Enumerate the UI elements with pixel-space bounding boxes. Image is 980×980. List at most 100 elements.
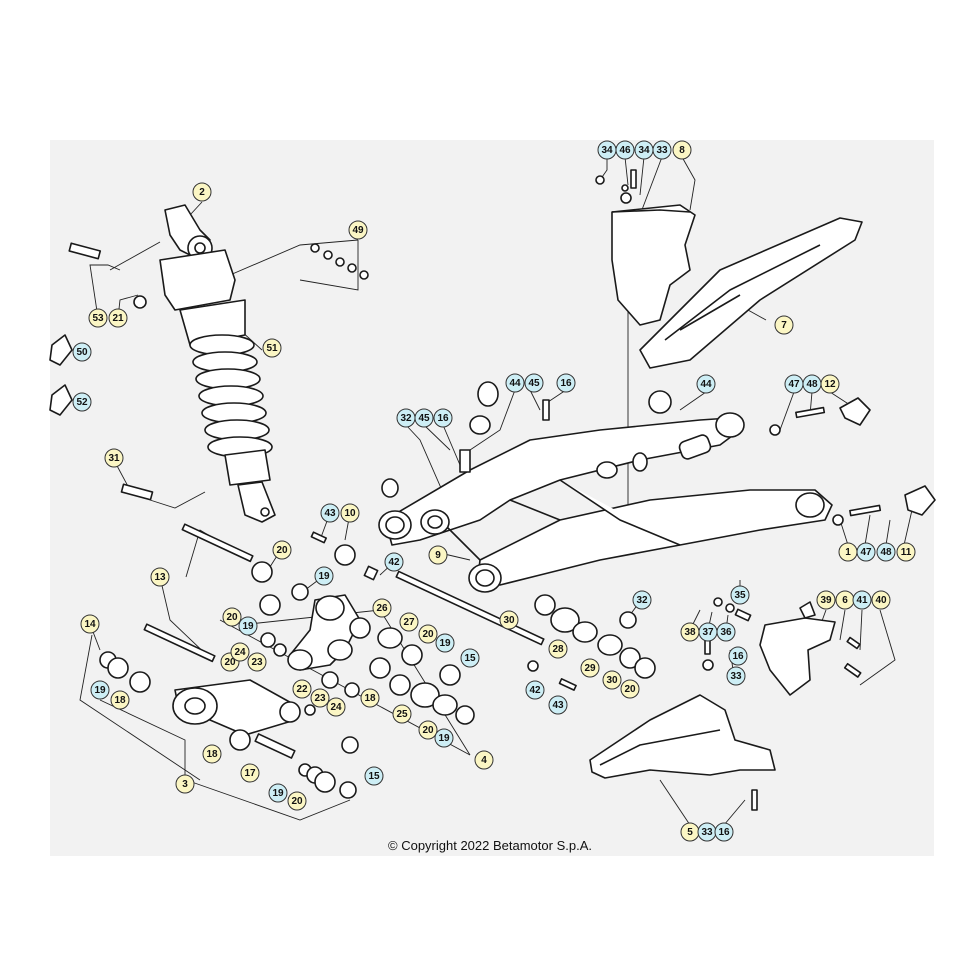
callout-number: 43	[552, 700, 564, 711]
callout-badge	[202, 744, 222, 764]
callout-12: 12	[820, 374, 840, 394]
callout-number: 19	[94, 685, 106, 696]
callout-32: 32	[396, 408, 416, 428]
callout-24: 24	[326, 697, 346, 717]
callout-badge	[580, 658, 600, 678]
callout-number: 33	[701, 827, 713, 838]
callout-30: 30	[602, 670, 622, 690]
callout-20: 20	[418, 720, 438, 740]
callout-27: 27	[399, 612, 419, 632]
callout-badge	[728, 646, 748, 666]
swingarm	[378, 412, 833, 593]
callout-number: 7	[781, 320, 787, 331]
chain-guide	[759, 601, 862, 696]
callout-badge	[72, 392, 92, 412]
chain-slider-upper	[639, 217, 863, 369]
callout-22: 22	[292, 679, 312, 699]
callout-13: 13	[150, 567, 170, 587]
callout-number: 6	[842, 595, 848, 606]
top-bolts	[595, 169, 637, 204]
callout-badge	[287, 791, 307, 811]
callout-number: 42	[388, 557, 400, 568]
callout-number: 3	[182, 779, 188, 790]
callout-24: 24	[230, 642, 250, 662]
callout-43: 43	[320, 503, 340, 523]
callout-50: 50	[72, 342, 92, 362]
rear-shock	[159, 204, 276, 523]
callout-badge	[871, 590, 891, 610]
dust-caps	[381, 381, 672, 498]
callout-number: 13	[154, 572, 166, 583]
callout-badge	[548, 695, 568, 715]
callout-20: 20	[272, 540, 292, 560]
callout-badge	[820, 374, 840, 394]
callout-number: 45	[418, 413, 430, 424]
callout-38: 38	[680, 622, 700, 642]
callout-number: 20	[276, 545, 288, 556]
callout-31: 31	[104, 448, 124, 468]
copyright-notice: © Copyright 2022 Betamotor S.p.A.	[388, 838, 592, 853]
callout-42: 42	[384, 552, 404, 572]
callout-badge	[240, 763, 260, 783]
side-brackets	[49, 334, 73, 416]
callout-badge	[268, 783, 288, 803]
callout-badge	[896, 542, 916, 562]
callout-34: 34	[634, 140, 654, 160]
callout-9: 9	[428, 545, 448, 565]
callout-number: 33	[730, 671, 742, 682]
callout-20: 20	[287, 791, 307, 811]
callout-badge	[348, 220, 368, 240]
callout-number: 26	[376, 603, 388, 614]
callout-badge	[399, 612, 419, 632]
callout-badge	[716, 622, 736, 642]
callout-number: 1	[845, 547, 851, 558]
callout-badge	[525, 680, 545, 700]
callout-number: 38	[684, 627, 696, 638]
callout-badge	[856, 542, 876, 562]
callout-2: 2	[192, 182, 212, 202]
callout-16: 16	[433, 408, 453, 428]
callout-25: 25	[392, 704, 412, 724]
callout-badge	[392, 704, 412, 724]
callout-badge	[272, 540, 292, 560]
callout-19: 19	[268, 783, 288, 803]
callout-number: 23	[314, 693, 326, 704]
callout-number: 51	[266, 343, 278, 354]
callout-badge	[672, 140, 692, 160]
callout-badge	[80, 614, 100, 634]
callout-number: 19	[272, 788, 284, 799]
callout-number: 21	[112, 313, 124, 324]
callout-14: 14	[80, 614, 100, 634]
callout-badge	[310, 688, 330, 708]
callout-badge	[460, 648, 480, 668]
callout-badge	[433, 408, 453, 428]
callout-47: 47	[856, 542, 876, 562]
callout-number: 31	[108, 453, 120, 464]
callout-badge	[726, 666, 746, 686]
callout-number: 34	[601, 145, 613, 156]
callout-number: 37	[702, 627, 714, 638]
callout-badge	[175, 774, 195, 794]
callout-number: 20	[291, 796, 303, 807]
callout-badge	[434, 728, 454, 748]
callout-badge	[222, 607, 242, 627]
callout-43: 43	[548, 695, 568, 715]
axle-adjusters	[769, 397, 936, 526]
callout-number: 50	[76, 347, 88, 358]
callout-badge	[474, 750, 494, 770]
callout-33: 33	[652, 140, 672, 160]
callout-number: 5	[687, 827, 693, 838]
callout-number: 34	[638, 145, 650, 156]
callout-number: 24	[234, 647, 246, 658]
callout-18: 18	[360, 688, 380, 708]
callout-number: 16	[560, 378, 572, 389]
callout-18: 18	[110, 690, 130, 710]
callout-16: 16	[556, 373, 576, 393]
callout-number: 9	[435, 550, 441, 561]
callout-badge	[652, 140, 672, 160]
callout-number: 11	[901, 547, 912, 558]
callout-number: 48	[880, 547, 892, 558]
linkage-dogbone	[172, 679, 301, 736]
callout-number: 22	[296, 684, 308, 695]
